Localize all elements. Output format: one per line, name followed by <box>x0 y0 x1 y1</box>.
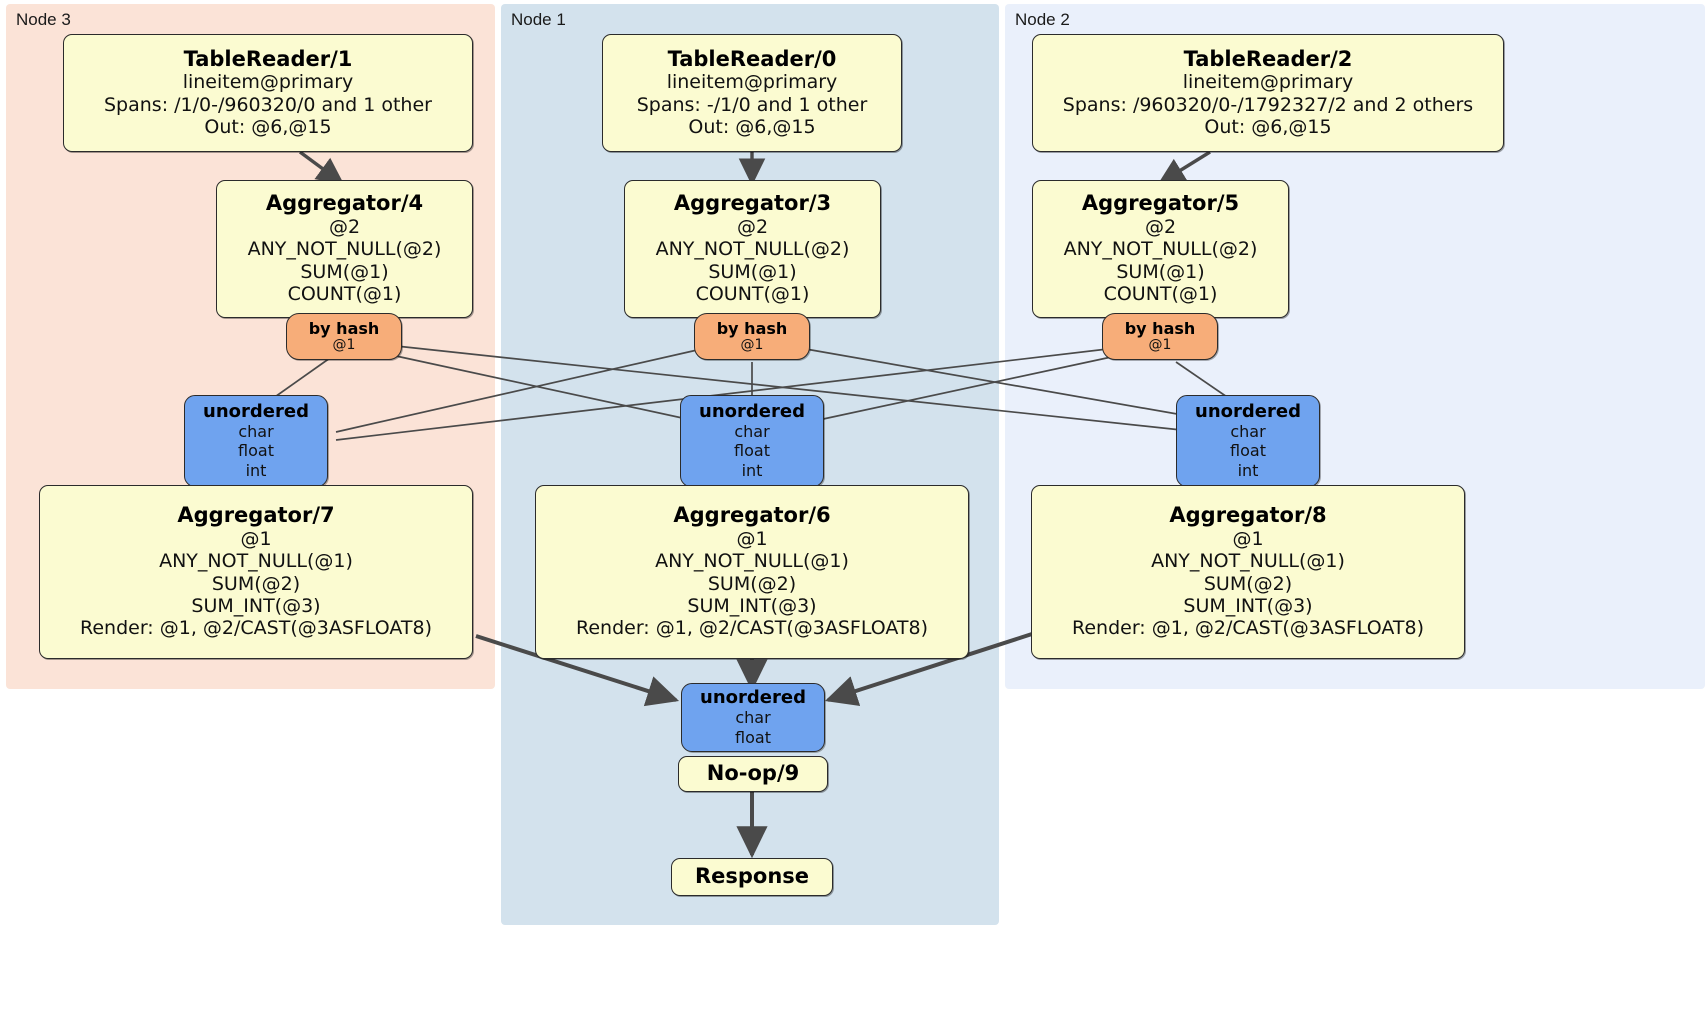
router-title: by hash <box>716 318 788 338</box>
box-agg: SUM(@1) <box>708 260 797 283</box>
sync-type: float <box>1230 441 1266 461</box>
box-agg: ANY_NOT_NULL(@2) <box>247 238 442 261</box>
processor-aggregator-8[interactable]: Aggregator/8 @1 ANY_NOT_NULL(@1) SUM(@2)… <box>1031 485 1465 659</box>
processor-noop-9[interactable]: No-op/9 <box>678 756 828 792</box>
processor-aggregator-3[interactable]: Aggregator/3 @2 ANY_NOT_NULL(@2) SUM(@1)… <box>624 180 881 318</box>
box-title: Aggregator/8 <box>1169 503 1327 528</box>
box-source: lineitem@primary <box>666 71 838 94</box>
sync-type: char <box>735 708 771 728</box>
processor-tablereader-0[interactable]: TableReader/0 lineitem@primary Spans: -/… <box>602 34 902 152</box>
box-title: Aggregator/5 <box>1081 191 1240 216</box>
box-render: Render: @1, @2/CAST(@3ASFLOAT8) <box>576 617 928 640</box>
box-group: @1 <box>240 527 272 550</box>
processor-tablereader-1[interactable]: TableReader/1 lineitem@primary Spans: /1… <box>63 34 473 152</box>
box-agg: SUM(@2) <box>211 572 301 595</box>
processor-aggregator-7[interactable]: Aggregator/7 @1 ANY_NOT_NULL(@1) SUM(@2)… <box>39 485 473 659</box>
box-agg: COUNT(@1) <box>695 283 810 306</box>
processor-response[interactable]: Response <box>671 858 833 896</box>
box-source: lineitem@primary <box>182 71 354 94</box>
box-agg: SUM(@1) <box>300 260 389 283</box>
box-agg: ANY_NOT_NULL(@1) <box>159 550 353 573</box>
box-render: Render: @1, @2/CAST(@3ASFLOAT8) <box>80 617 432 640</box>
box-agg: ANY_NOT_NULL(@2) <box>1063 238 1258 261</box>
box-agg: SUM_INT(@3) <box>1183 594 1313 617</box>
synchronizer-unordered-center[interactable]: unordered char float int <box>680 395 824 487</box>
synchronizer-unordered-right[interactable]: unordered char float int <box>1176 395 1320 487</box>
router-column: @1 <box>332 337 356 354</box>
box-title: No-op/9 <box>706 761 800 786</box>
box-spans: Spans: -/1/0 and 1 other <box>636 93 868 116</box>
node-panel-label: Node 1 <box>511 10 566 29</box>
sync-title: unordered <box>1195 401 1301 423</box>
box-out: Out: @6,@15 <box>1204 115 1332 138</box>
box-title: Response <box>694 864 810 889</box>
sync-type: char <box>238 422 274 442</box>
box-title: TableReader/0 <box>667 46 837 71</box>
sync-title: unordered <box>700 687 806 709</box>
box-agg: COUNT(@1) <box>287 283 402 306</box>
box-title: TableReader/1 <box>183 46 353 71</box>
router-by-hash-right[interactable]: by hash @1 <box>1102 313 1218 360</box>
box-group: @1 <box>736 527 768 550</box>
box-title: Aggregator/7 <box>177 503 335 528</box>
node-panel-label: Node 2 <box>1015 10 1070 29</box>
sync-type: float <box>735 727 771 747</box>
router-by-hash-center[interactable]: by hash @1 <box>694 313 810 360</box>
box-agg: ANY_NOT_NULL(@1) <box>1151 550 1345 573</box>
sync-type: char <box>734 422 770 442</box>
box-title: TableReader/2 <box>1183 46 1353 71</box>
sync-title: unordered <box>699 401 805 423</box>
box-group: @2 <box>1144 215 1177 238</box>
router-by-hash-left[interactable]: by hash @1 <box>286 313 402 360</box>
sync-type: float <box>734 441 770 461</box>
synchronizer-unordered-final[interactable]: unordered char float <box>681 683 825 752</box>
sync-title: unordered <box>203 401 309 423</box>
router-column: @1 <box>1148 337 1172 354</box>
box-agg: SUM_INT(@3) <box>191 594 321 617</box>
box-agg: SUM_INT(@3) <box>687 594 817 617</box>
box-title: Aggregator/4 <box>265 191 424 216</box>
synchronizer-unordered-left[interactable]: unordered char float int <box>184 395 328 487</box>
processor-tablereader-2[interactable]: TableReader/2 lineitem@primary Spans: /9… <box>1032 34 1504 152</box>
processor-aggregator-6[interactable]: Aggregator/6 @1 ANY_NOT_NULL(@1) SUM(@2)… <box>535 485 969 659</box>
node-panel-label: Node 3 <box>16 10 71 29</box>
box-agg: SUM(@2) <box>707 572 797 595</box>
box-agg: SUM(@2) <box>1203 572 1293 595</box>
box-agg: ANY_NOT_NULL(@1) <box>655 550 849 573</box>
processor-aggregator-5[interactable]: Aggregator/5 @2 ANY_NOT_NULL(@2) SUM(@1)… <box>1032 180 1289 318</box>
box-out: Out: @6,@15 <box>688 115 816 138</box>
router-title: by hash <box>1124 318 1196 338</box>
sync-type: int <box>741 460 763 480</box>
box-title: Aggregator/6 <box>673 503 831 528</box>
processor-aggregator-4[interactable]: Aggregator/4 @2 ANY_NOT_NULL(@2) SUM(@1)… <box>216 180 473 318</box>
box-source: lineitem@primary <box>1182 71 1354 94</box>
router-title: by hash <box>308 318 380 338</box>
box-group: @2 <box>736 215 769 238</box>
sync-type: char <box>1230 422 1266 442</box>
box-group: @2 <box>328 215 361 238</box>
box-render: Render: @1, @2/CAST(@3ASFLOAT8) <box>1072 617 1424 640</box>
box-agg: ANY_NOT_NULL(@2) <box>655 238 850 261</box>
box-out: Out: @6,@15 <box>204 115 332 138</box>
router-column: @1 <box>740 337 764 354</box>
sync-type: int <box>1237 460 1259 480</box>
box-spans: Spans: /960320/0-/1792327/2 and 2 others <box>1062 93 1474 116</box>
sync-type: float <box>238 441 274 461</box>
sync-type: int <box>245 460 267 480</box>
box-agg: COUNT(@1) <box>1103 283 1218 306</box>
box-group: @1 <box>1232 527 1264 550</box>
box-title: Aggregator/3 <box>673 191 832 216</box>
box-spans: Spans: /1/0-/960320/0 and 1 other <box>104 93 432 116</box>
box-agg: SUM(@1) <box>1116 260 1205 283</box>
